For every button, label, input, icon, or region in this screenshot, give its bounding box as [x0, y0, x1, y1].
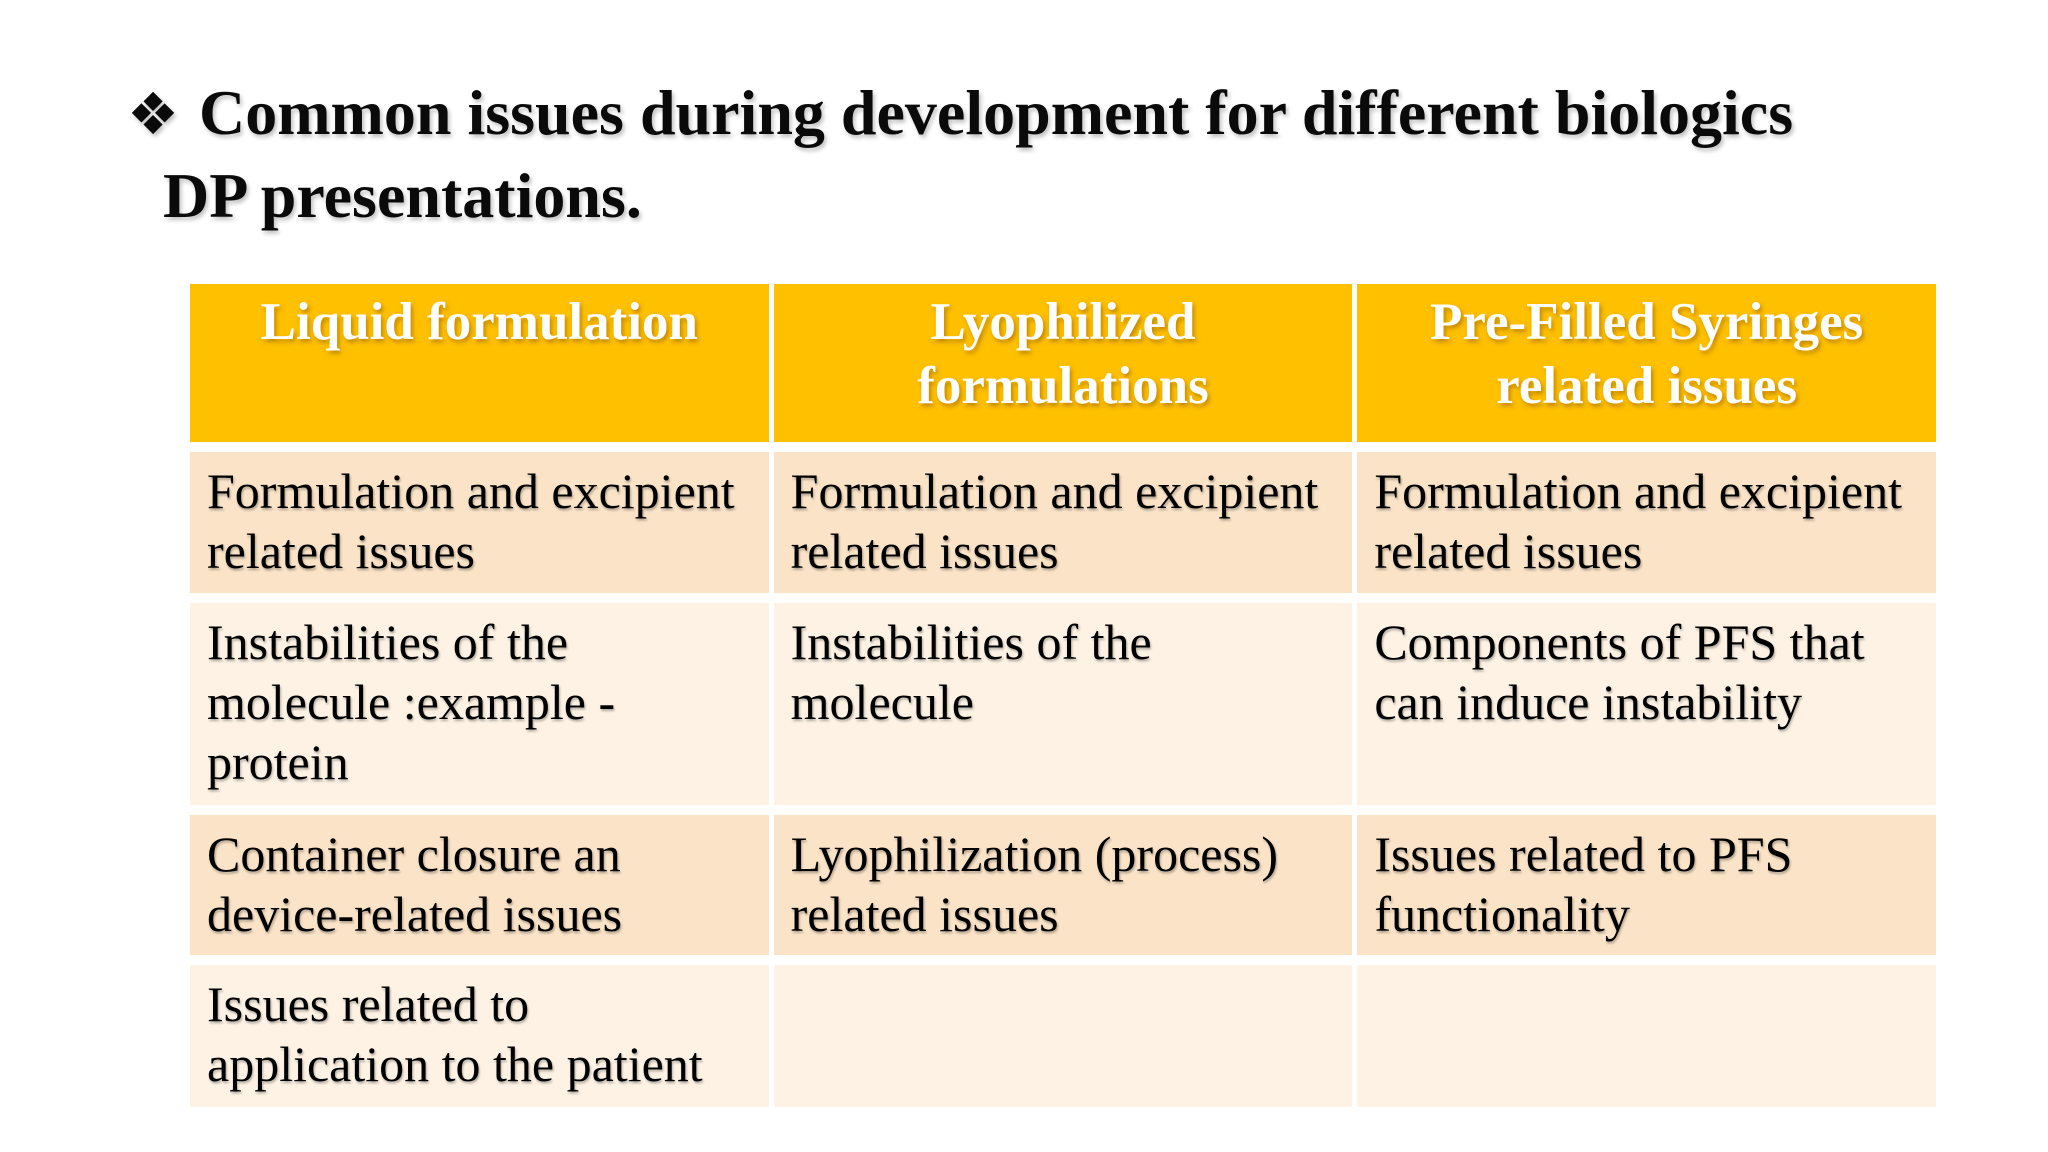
- table-cell: Lyophilization (process) related issues: [773, 815, 1353, 955]
- table-cell: Instabilities of the molecule: [773, 603, 1353, 805]
- title-line-2: DP presentations.: [163, 160, 642, 231]
- table-cell: Issues related to PFS functionality: [1357, 815, 1936, 955]
- table-cell: Container closure an device-related issu…: [190, 815, 769, 955]
- column-header-liquid-formulation: Liquid formulation: [190, 284, 769, 442]
- table-cell: Formulation and excipient related issues: [1357, 452, 1936, 593]
- column-header-lyophilized-formulations: Lyophilized formulations: [773, 284, 1353, 442]
- table-cell: Instabilities of the molecule :example -…: [190, 603, 769, 805]
- page-title: ❖ Common issues during development for di…: [0, 72, 1793, 236]
- table-cell: [1357, 965, 1936, 1107]
- table-cell: Issues related to application to the pat…: [190, 965, 769, 1107]
- diamond-bullet-icon: ❖: [127, 80, 179, 148]
- title-line-1: ❖ Common issues during development for di…: [127, 72, 1793, 155]
- title-line-1-text: Common issues during development for dif…: [199, 77, 1794, 148]
- table-cell: [773, 965, 1353, 1107]
- issues-table: Liquid formulation Lyophilized formulati…: [190, 284, 1936, 1107]
- table-cell: Formulation and excipient related issues: [190, 452, 769, 593]
- table-cell: Components of PFS that can induce instab…: [1357, 603, 1936, 805]
- column-header-prefilled-syringes: Pre-Filled Syringes related issues: [1357, 284, 1936, 442]
- table-cell: Formulation and excipient related issues: [773, 452, 1353, 593]
